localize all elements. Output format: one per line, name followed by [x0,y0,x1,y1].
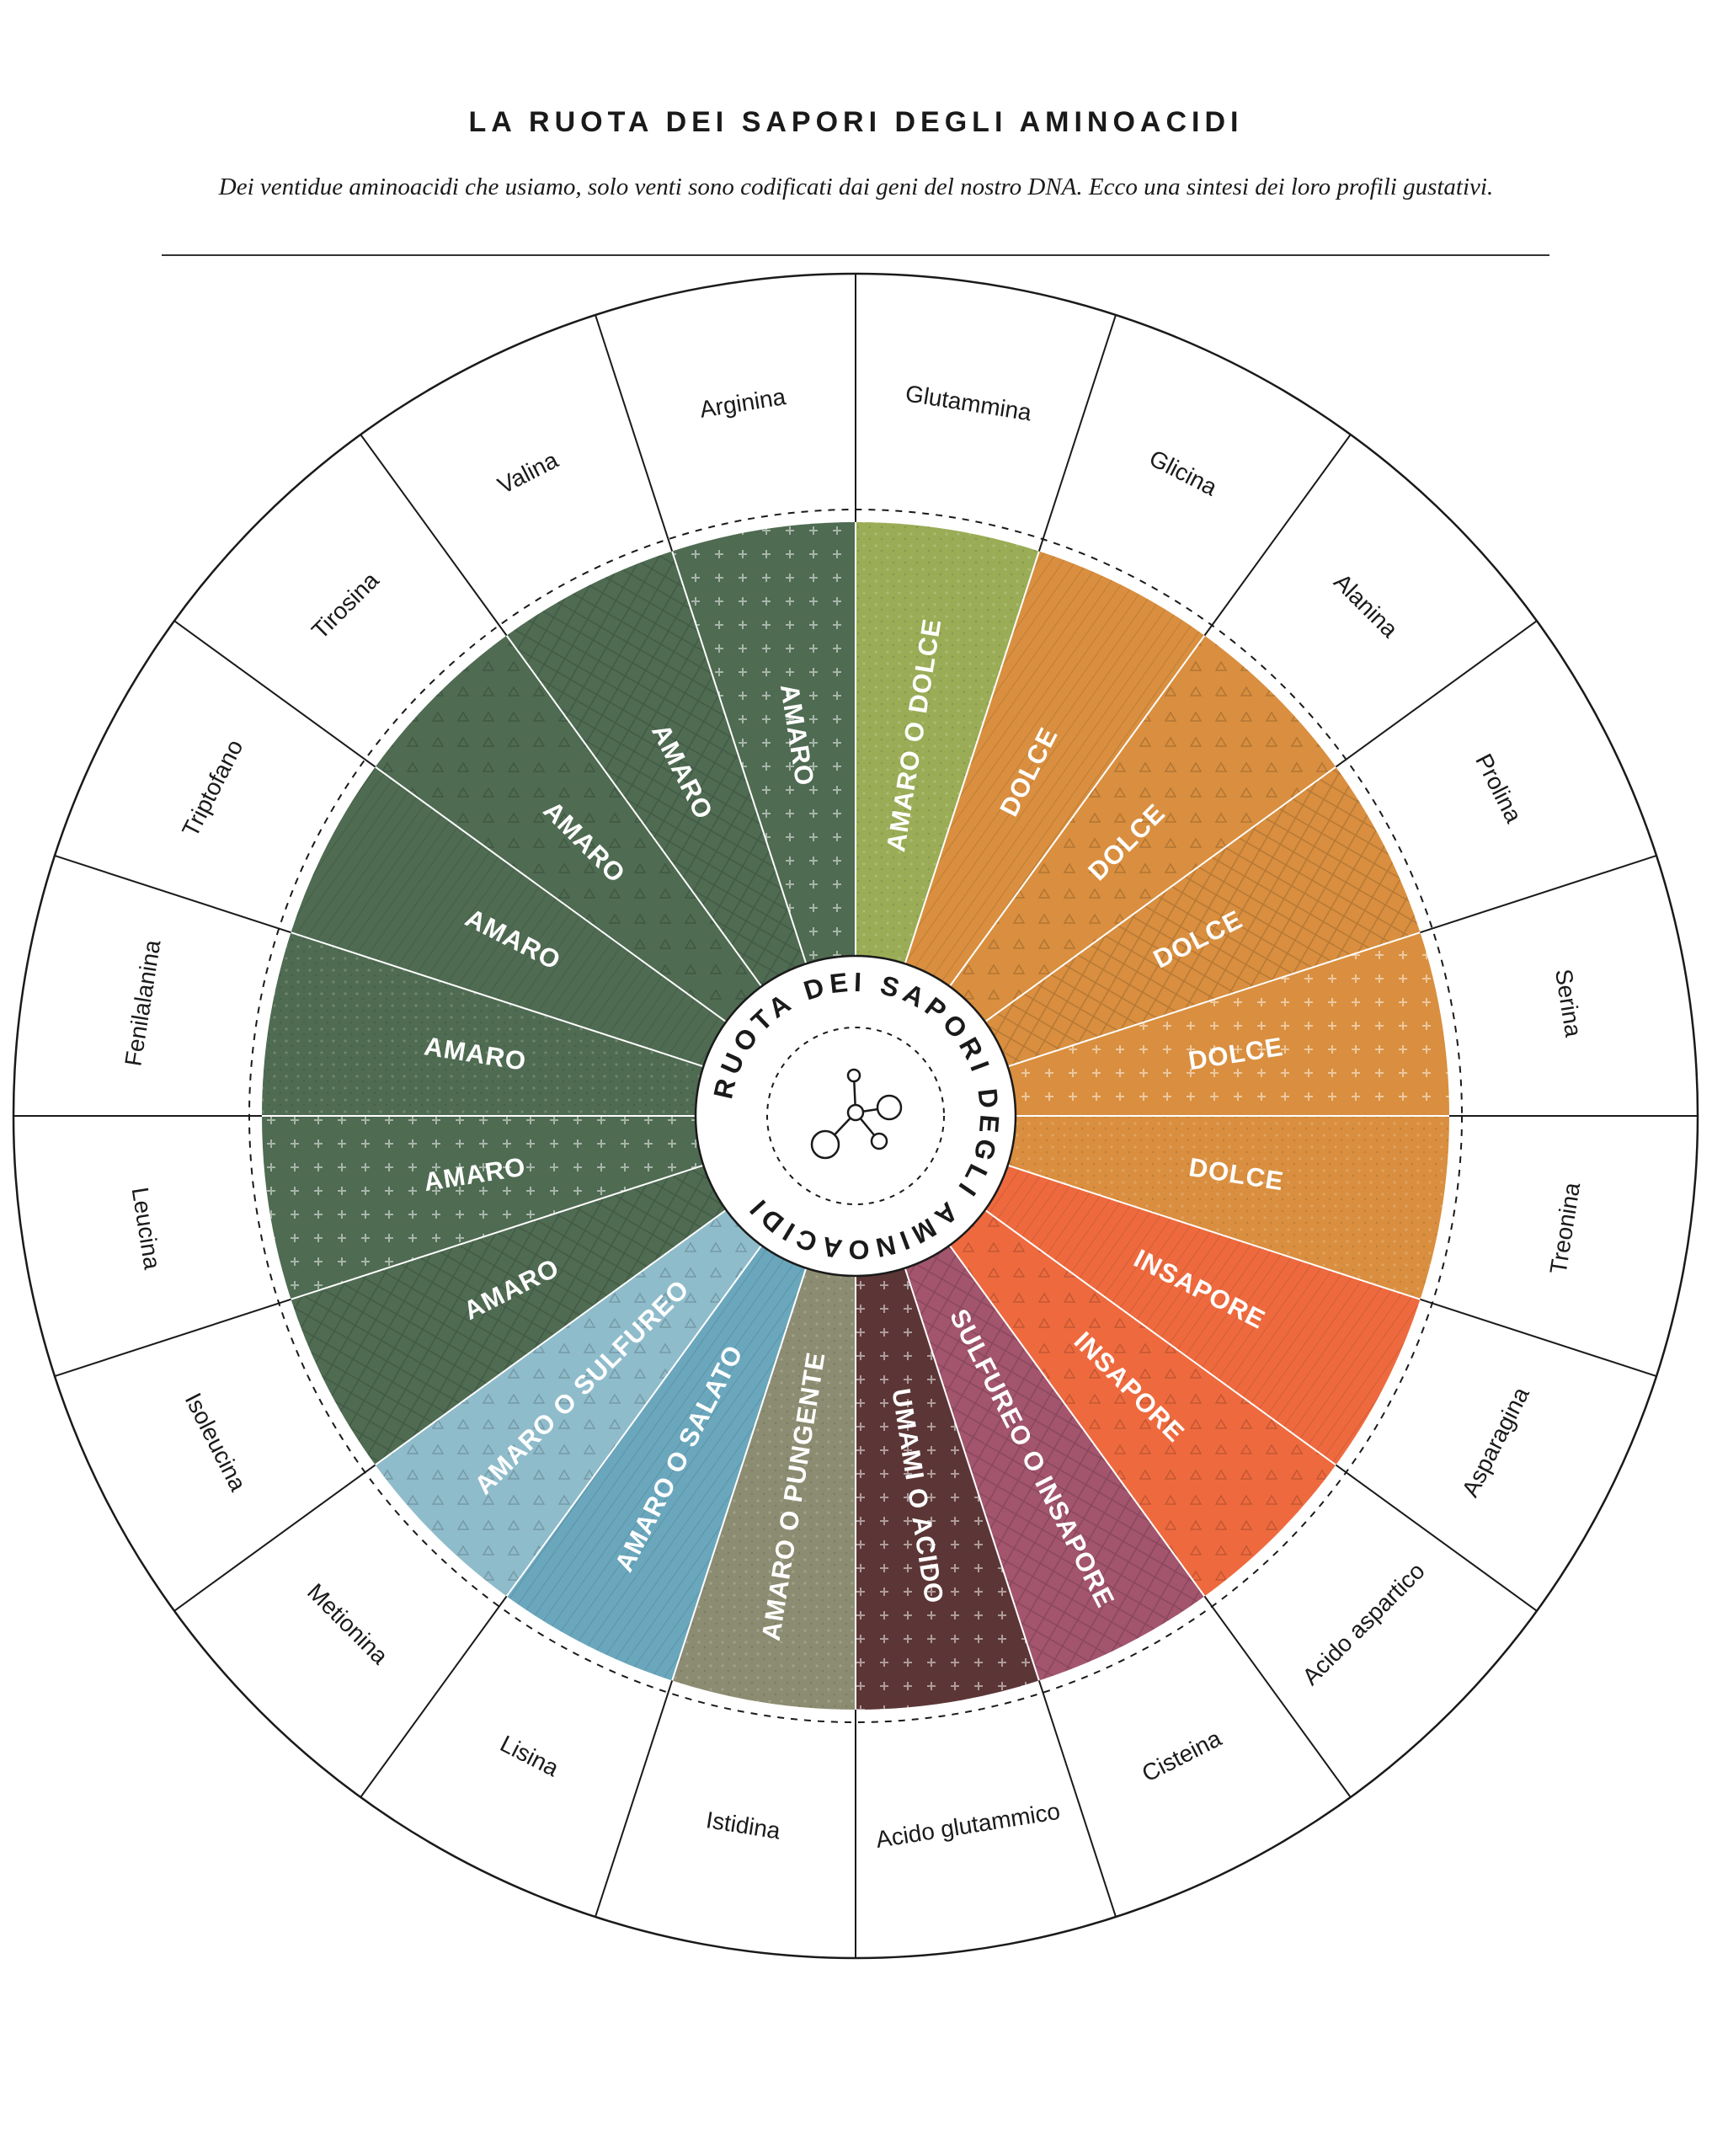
inner-divider [291,1164,704,1300]
molecule-atom [810,1129,840,1160]
outer-divider [1420,855,1657,934]
inner-divider [671,551,808,964]
outer-divider [1335,620,1538,768]
outer-divider [173,1464,376,1612]
outer-divider [595,314,674,552]
molecule-atom [846,1068,861,1083]
outer-divider [1037,1680,1117,1918]
segment-texture-acido-aspartico [856,1116,1336,1597]
outer-divider [595,1680,674,1918]
segment-texture-cisteina [856,1116,1205,1681]
outer-divider [1203,434,1352,637]
outer-divider [54,1298,291,1377]
segment-texture-isoleucina [291,1116,856,1465]
segment-texture-metionina [375,1116,856,1597]
inner-divider [984,1209,1336,1466]
inner-divider [505,1245,763,1597]
inner-divider [948,1245,1206,1597]
inner-divider [375,1209,727,1466]
dashed-ring [248,509,1463,1723]
outer-divider [54,855,291,934]
outer-divider [1203,1595,1352,1798]
inner-divider [375,766,727,1023]
inner-divider [505,635,763,987]
inner-divider [904,1267,1040,1681]
divider-lines [13,274,1698,1958]
inner-divider [984,766,1336,1023]
molecule-atom [870,1132,888,1150]
outer-divider [1420,1298,1657,1377]
outer-divider [360,1595,508,1798]
outer-divider [1335,1464,1538,1612]
molecule-atom [846,1103,865,1122]
hub-dashed-ring [766,1027,945,1205]
outer-divider [1037,314,1117,552]
inner-divider [948,635,1206,987]
segment-texture-valina [506,551,856,1116]
inner-divider [671,1267,808,1681]
segment-texture-glicina [856,551,1205,1116]
inner-divider [904,551,1040,964]
hub: RUOTA DEI SAPORI DEGLI AMINOACIDI [694,954,1017,1278]
inner-divider [1007,931,1421,1068]
molecule-icon [810,1068,903,1160]
molecule-atom [876,1094,903,1121]
divider-line [162,254,1549,256]
segment-texture-prolina [856,766,1421,1116]
inner-divider [291,931,704,1068]
outer-divider [360,434,508,637]
segment-texture-alanina [856,635,1336,1116]
page-title: LA RUOTA DEI SAPORI DEGLI AMINOACIDI [468,106,1244,138]
segment-texture-asparagina [856,1116,1421,1465]
segment-texture-tirosina [375,635,856,1116]
page-subtitle: Dei ventidue aminoacidi che usiamo, solo… [218,173,1494,200]
segment-texture-lisina [506,1116,856,1681]
segments [12,272,1699,1960]
segment-texture-triptofano [291,766,856,1116]
outer-divider [173,620,376,768]
inner-divider [1007,1164,1421,1300]
